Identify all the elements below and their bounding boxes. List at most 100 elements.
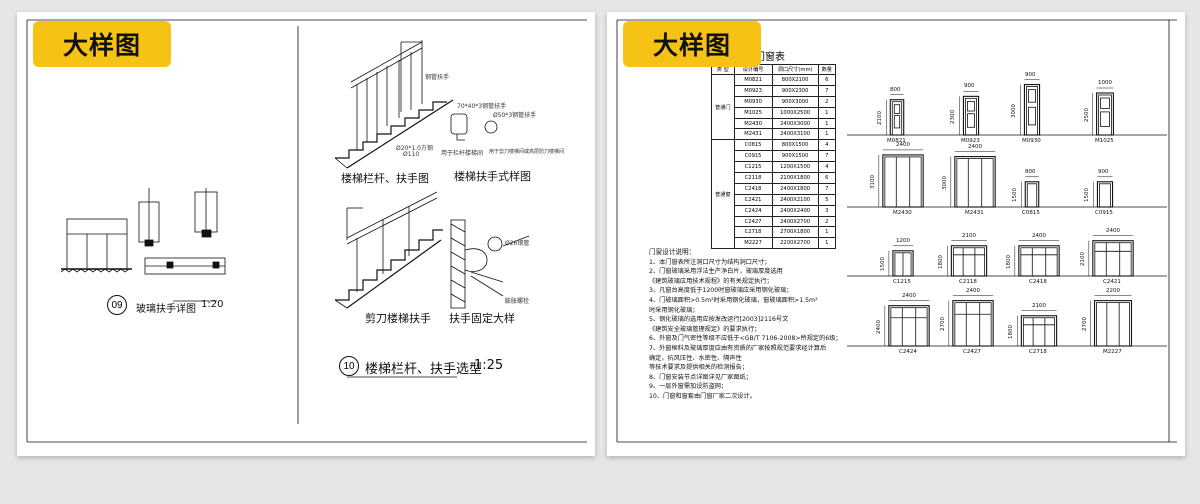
elevation-code-label: C2421	[1103, 279, 1121, 285]
elevation-width-label: 800	[890, 86, 901, 93]
elevation-height-label: 2400	[875, 319, 882, 334]
note-line: 等技术要求及提供相关的检测报告；	[649, 364, 748, 372]
elevation-code-label: C2427	[963, 349, 981, 355]
note-line: 1、本门窗表所注洞口尺寸为结构洞口尺寸；	[649, 258, 771, 266]
table-cell: 1	[817, 128, 836, 141]
label-plate: Ø110	[403, 151, 420, 158]
table-cell: 2100X1800	[771, 172, 819, 184]
elevation-width-label: 800	[1025, 168, 1036, 175]
elevation-code-label: M0821	[887, 138, 906, 144]
elevation-height-label: 1500	[879, 257, 886, 272]
table-cell: 900X3000	[771, 95, 819, 108]
right-title-badge: 大样图	[623, 21, 761, 67]
table-cell: M2430	[733, 117, 773, 130]
table-cell: 2400X1800	[771, 182, 819, 195]
elevation-M1025	[1092, 87, 1114, 136]
note-line: 4、门玻璃面积>0.5m²时采用钢化玻璃，窗玻璃面积>1.5m²	[649, 296, 818, 304]
label-profile-2: Ø50*3钢管扶手	[493, 112, 537, 119]
table-cell: C2718	[733, 226, 773, 239]
elevation-width-label: 2400	[902, 292, 916, 299]
detail-number-09: 09	[107, 295, 127, 315]
table-cell: 2400X3000	[771, 117, 819, 130]
table-cell: C2424	[733, 204, 773, 217]
selection-caption: 楼梯栏杆、扶手选型	[365, 362, 483, 377]
table-cell: 7	[817, 182, 836, 195]
elevation-height-label: 3100	[869, 174, 876, 189]
elevation-height-label: 1800	[1005, 254, 1012, 269]
elevation-height-label: 1500	[1084, 188, 1091, 203]
elevation-code-label: C0815	[1022, 210, 1040, 216]
elevation-width-label: 2400	[968, 143, 982, 150]
elevation-width-label: 1000	[1098, 80, 1112, 86]
table-cell: 2400X2100	[771, 193, 819, 206]
elevation-width-label: 2200	[1106, 287, 1120, 294]
left-title-badge: 大样图	[33, 21, 171, 67]
selection-scale: 1:25	[474, 358, 504, 373]
elevation-width-label: 1200	[896, 237, 910, 244]
elevation-C0915	[1093, 176, 1114, 208]
elevation-C2118	[947, 240, 988, 277]
table-cell: 2	[817, 95, 836, 108]
label-steel-handrail: 钢管扶手	[425, 74, 450, 81]
elevation-M2430	[878, 149, 924, 208]
scissor-stair-caption: 剪刀楼梯扶手	[365, 312, 431, 325]
elevation-M0923	[959, 91, 980, 136]
table-cell: 7	[817, 84, 836, 97]
table-cell: C0915	[733, 150, 773, 163]
elevation-code-label: M2227	[1103, 349, 1122, 355]
table-cell: 2400X3100	[771, 128, 819, 141]
table-cell: 1	[817, 226, 836, 239]
table-cell: M0930	[733, 95, 773, 108]
table-cell: 2400X2400	[771, 204, 819, 217]
elevation-width-label: 2400	[1106, 227, 1120, 234]
detail-number-10: 10	[339, 356, 359, 376]
elevation-C2718	[1017, 310, 1058, 347]
elevation-C0815	[1021, 176, 1040, 208]
elevation-code-label: M2430	[893, 210, 912, 216]
note-line: 2、门窗玻璃采用浮法生产净白片，玻璃厚度选用	[649, 268, 783, 276]
note-line: 5、钢化玻璃的选用应按发改运行[2003]2116号文	[649, 316, 789, 324]
table-cell: 6	[817, 172, 836, 184]
table-cell: C2421	[733, 193, 773, 206]
table-cell: 2400X2700	[771, 215, 819, 228]
label-pipe: Ø26钢管	[505, 240, 530, 247]
label-profile-1: 70*40*3钢管扶手	[457, 103, 507, 110]
elevation-width-label: 2400	[896, 141, 910, 148]
elevation-height-label: 1500	[1012, 188, 1019, 203]
table-cell: M0923	[733, 84, 773, 97]
handrail-style-caption: 楼梯扶手式样图	[454, 170, 531, 183]
table-header-cell: 洞口尺寸(mm)	[771, 64, 819, 75]
table-cell: M1025	[733, 106, 773, 119]
label-bolt: 膨胀螺栓	[505, 298, 530, 305]
label-rod: Ø20*1.0方钢	[396, 145, 433, 152]
table-cell: 1	[817, 237, 836, 250]
table-cell: 800X1500	[771, 139, 819, 152]
elevation-code-label: C2118	[959, 279, 977, 285]
table-cell: C0815	[733, 139, 773, 152]
table-cell: 6	[817, 74, 836, 86]
elevation-code-label: C1215	[893, 279, 911, 285]
notes-title: 门窗设计说明：	[649, 248, 696, 256]
table-cell: C1215	[733, 161, 773, 174]
elevation-C2427	[948, 295, 994, 347]
elevation-code-label: C0915	[1095, 210, 1113, 216]
table-group-cell: 普通窗	[711, 139, 735, 250]
handrail-fix-caption: 扶手固定大样	[449, 312, 515, 325]
table-group-cell: 普通门	[711, 73, 735, 141]
elevation-width-label: 900	[964, 83, 975, 90]
left-drawing-lines	[26, 19, 587, 443]
table-cell: 2700X1800	[771, 226, 819, 239]
table-cell: 1000X2500	[771, 106, 819, 119]
elevation-M0930	[1020, 79, 1041, 136]
table-cell: 4	[817, 139, 836, 152]
stair-rail-caption: 楼梯栏杆、扶手图	[341, 172, 429, 185]
elevation-width-label: 900	[1098, 168, 1109, 175]
elevation-width-label: 2400	[1032, 232, 1046, 239]
elevation-width-label: 2100	[962, 232, 976, 239]
table-cell: M2431	[733, 128, 773, 141]
elevation-code-label: M0923	[961, 138, 980, 144]
